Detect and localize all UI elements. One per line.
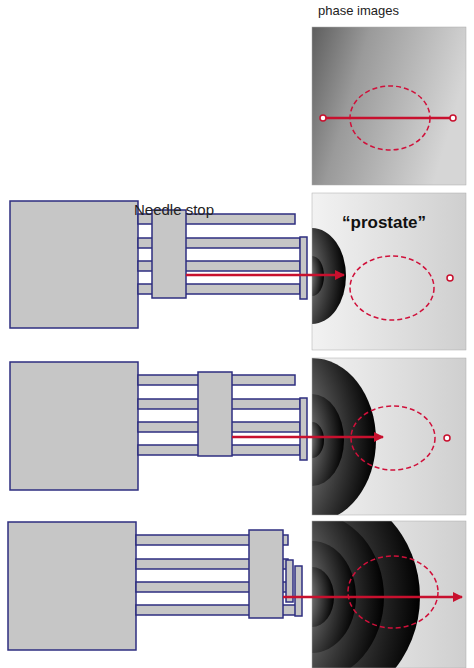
device-body — [10, 362, 138, 490]
region-label: “prostate” — [342, 213, 426, 233]
needle-plate — [286, 560, 293, 602]
needle-device — [10, 201, 344, 328]
part-label: Needle stop — [134, 201, 214, 218]
needle-path — [323, 117, 453, 120]
target-point — [447, 275, 453, 281]
panel-frame — [312, 521, 466, 668]
phase-image — [312, 521, 466, 668]
phase-image — [312, 193, 466, 350]
needle-stop — [249, 530, 283, 618]
insertion-arrow — [186, 274, 344, 277]
phase-wrap — [312, 422, 324, 458]
needle-device — [10, 362, 383, 490]
needle-plate — [300, 398, 307, 460]
panel-frame — [312, 193, 466, 350]
path-endpoint — [320, 115, 326, 121]
phase-background — [312, 27, 466, 185]
prostate-outline — [350, 256, 434, 320]
needle-device — [8, 522, 462, 650]
phase-image — [312, 27, 466, 185]
target-point — [444, 435, 450, 441]
insertion-arrow — [232, 436, 383, 439]
image-panel: “prostate” — [312, 193, 466, 350]
needle-plate — [300, 237, 307, 299]
needle-plate — [295, 566, 302, 616]
column-heading: phase images — [318, 3, 399, 18]
phase-wrap — [312, 394, 344, 486]
device-body — [10, 201, 138, 328]
prostate-outline — [348, 556, 438, 628]
insertion-arrow — [283, 596, 462, 599]
needle-stop — [152, 210, 186, 298]
needle-stop — [198, 372, 232, 456]
device-body — [8, 522, 136, 650]
panel-frame — [312, 27, 466, 185]
path-endpoint — [450, 115, 456, 121]
phase-wrap — [312, 521, 420, 668]
